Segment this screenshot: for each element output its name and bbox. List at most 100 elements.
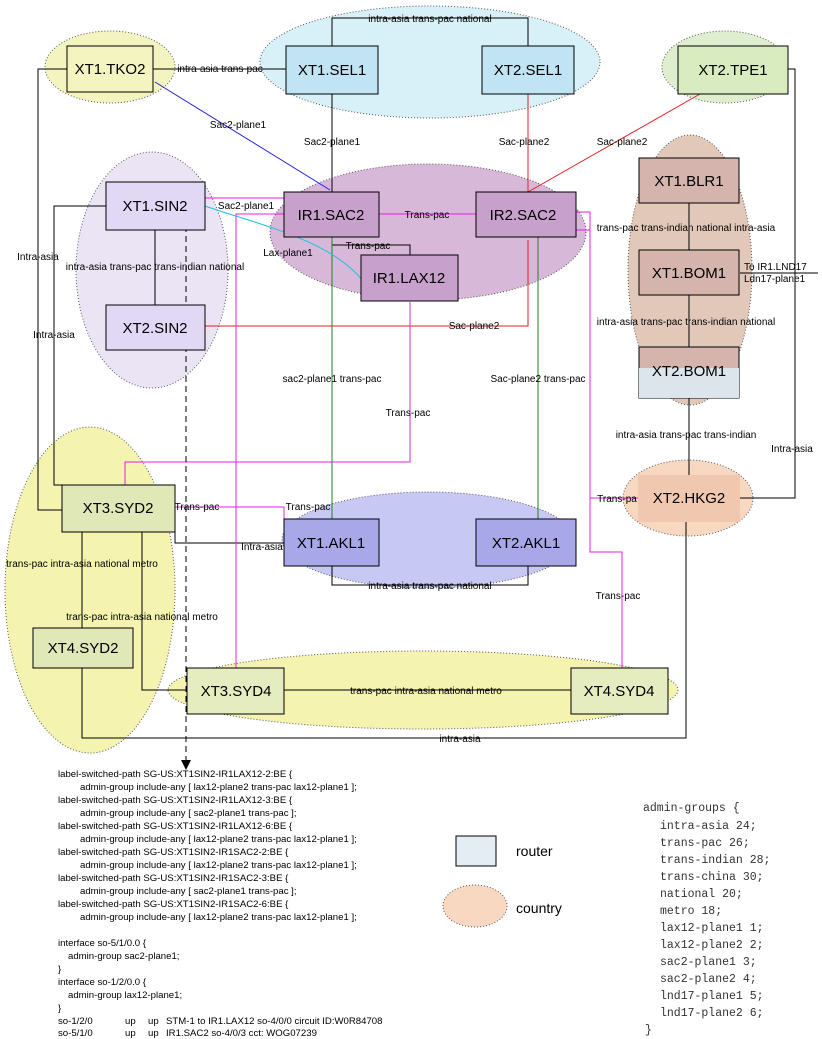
status-row: so-5/1/0 up up IR1.SAC2 so-4/0/3 cct: WO… [58,1028,317,1039]
admin-group-entry: national 20; [660,888,743,901]
edge-label: intra-asia trans-pac national [368,581,491,592]
router-label: XT2.AKL1 [492,535,560,552]
admin-group-entry: sac2-plane2 4; [660,973,757,986]
router-xt2-akl1[interactable]: XT2.AKL1 [475,518,577,567]
router-label: XT2.SEL1 [494,62,562,79]
admin-group-entry: trans-indian 28; [660,854,770,867]
router-box [105,304,206,351]
router-label: XT1.TKO2 [75,61,146,78]
router-xt1-akl1[interactable]: XT1.AKL1 [283,518,380,567]
config-line: label-switched-path SG-US:XT1SIN2-IR1LAX… [58,795,293,806]
router-xt3-syd2[interactable]: XT3.SYD2 [61,484,176,533]
router-box [475,518,577,567]
router-xt2-sel1[interactable]: XT2.SEL1 [481,45,575,95]
edge-label: Sac-plane2 [449,321,500,332]
router-ir1-sac2[interactable]: IR1.SAC2 [283,191,380,238]
admin-group-entry: trans-china 30; [660,871,764,884]
admin-groups-header: admin-groups { [643,802,740,815]
edge-label: intra-asia trans-pac trans-indian nation… [66,262,244,273]
admin-groups-footer: } [645,1024,652,1037]
config-line: admin-group include-any [ lax12-plane2 t… [80,860,357,871]
router-label: XT1.BOM1 [652,265,726,282]
link-tko-syd-outer [37,68,67,511]
edge-label: Intra-asia [771,444,813,455]
config-line: admin-group include-any [ lax12-plane2 t… [80,782,357,793]
config-snippet: label-switched-path SG-US:XT1SIN2-IR1LAX… [58,769,382,1039]
router-box [475,191,577,238]
links [37,17,818,770]
router-xt2-bom1[interactable]: XT2.BOM1 [638,346,740,399]
router-box [638,249,740,296]
edge-label: Intra-asia [33,330,75,341]
admin-group-entry: sac2-plane1 3; [660,956,757,969]
router-xt4-syd4[interactable]: XT4.SYD4 [570,667,669,715]
edge-label: trans-pac intra-asia national metro [66,612,218,623]
config-line: admin-group include-any [ lax12-plane2 t… [80,912,357,923]
router-box [677,45,789,95]
link-akl-akl [331,566,529,586]
router-xt1-tko2[interactable]: XT1.TKO2 [66,45,154,93]
router-xt1-blr1[interactable]: XT1.BLR1 [638,157,740,204]
config-line: label-switched-path SG-US:XT1SIN2-IR1LAX… [58,769,293,780]
router-box [61,484,176,533]
legend-country-swatch [442,884,508,928]
config-line: label-switched-path SG-US:XT1SIN2-IR1SAC… [58,899,289,910]
router-xt2-hkg2[interactable]: XT2.HKG2 [638,475,740,522]
link-sac-syd4b-magenta [576,229,623,668]
router-xt3-syd4[interactable]: XT3.SYD4 [186,667,285,715]
edge-label: Trans-pac [286,502,331,513]
config-line: admin-group include-any [ sac2-plane1 tr… [80,886,297,897]
config-line: admin-group include-any [ sac2-plane1 tr… [80,808,297,819]
router-xt1-bom1[interactable]: XT1.BOM1 [638,249,740,296]
config-line: interface so-1/2/0.0 { [58,977,147,988]
edge-label: Trans-pa [597,494,637,505]
edge-label: Ldn17-plane1 [744,274,806,285]
router-box [638,157,740,204]
router-label: XT2.SIN2 [122,320,187,337]
edge-label: Sac2-plane1 [304,137,361,148]
edge-label: sac2-plane1 trans-pac [283,374,382,385]
router-ir1-lax12[interactable]: IR1.LAX12 [360,254,459,302]
router-label: XT1.AKL1 [297,535,365,552]
router-label: XT3.SYD2 [83,500,154,517]
router-label: XT1.BLR1 [654,173,723,190]
admin-group-entry: lnd17-plane1 5; [660,990,764,1003]
config-line: admin-group lax12-plane1; [68,990,182,1001]
router-ir2-sac2[interactable]: IR2.SAC2 [475,191,577,238]
edge-label: Sac2-plane1 [218,201,275,212]
router-box [285,45,379,95]
router-xt2-tpe1[interactable]: XT2.TPE1 [677,45,789,95]
edge-label: Trans-pac [386,408,431,419]
router-xt1-sel1[interactable]: XT1.SEL1 [285,45,379,95]
edge-label: trans-pac intra-asia national metro [350,686,502,697]
router-xt2-sin2[interactable]: XT2.SIN2 [105,304,206,351]
status-link: up [148,1016,159,1027]
router-box [66,45,154,93]
router-label: XT4.SYD2 [48,640,119,657]
router-label: XT3.SYD4 [201,683,272,700]
edge-labels: intra-asia trans-pac national intra-asia… [6,14,813,745]
status-desc: IR1.SAC2 so-4/0/3 cct: WOG07239 [166,1028,317,1039]
router-label: IR1.SAC2 [298,207,365,224]
router-xt4-syd2[interactable]: XT4.SYD2 [32,627,134,669]
legend-router-label: router [516,843,553,859]
router-box [186,667,285,715]
config-line: admin-group include-any [ lax12-plane2 t… [80,834,357,845]
edge-label: Trans-pac [346,241,391,252]
status-admin: up [125,1028,136,1039]
edge-label: Sac2-plane1 [210,120,267,131]
link-tpe-sac2-red [527,93,701,193]
link-syd2-akl [174,515,284,544]
router-box [283,191,380,238]
router-box [283,518,380,567]
edge-label: Sac-plane2 [597,137,648,148]
region-au-north [4,426,176,754]
router-box-lower [639,368,739,398]
router-box [105,181,206,231]
admin-group-entry: trans-pac 26; [660,837,750,850]
router-xt1-sin2[interactable]: XT1.SIN2 [105,181,206,231]
router-label: XT1.SIN2 [122,198,187,215]
status-link: up [148,1028,159,1039]
edge-label: intra-asia trans-pac [177,64,263,75]
